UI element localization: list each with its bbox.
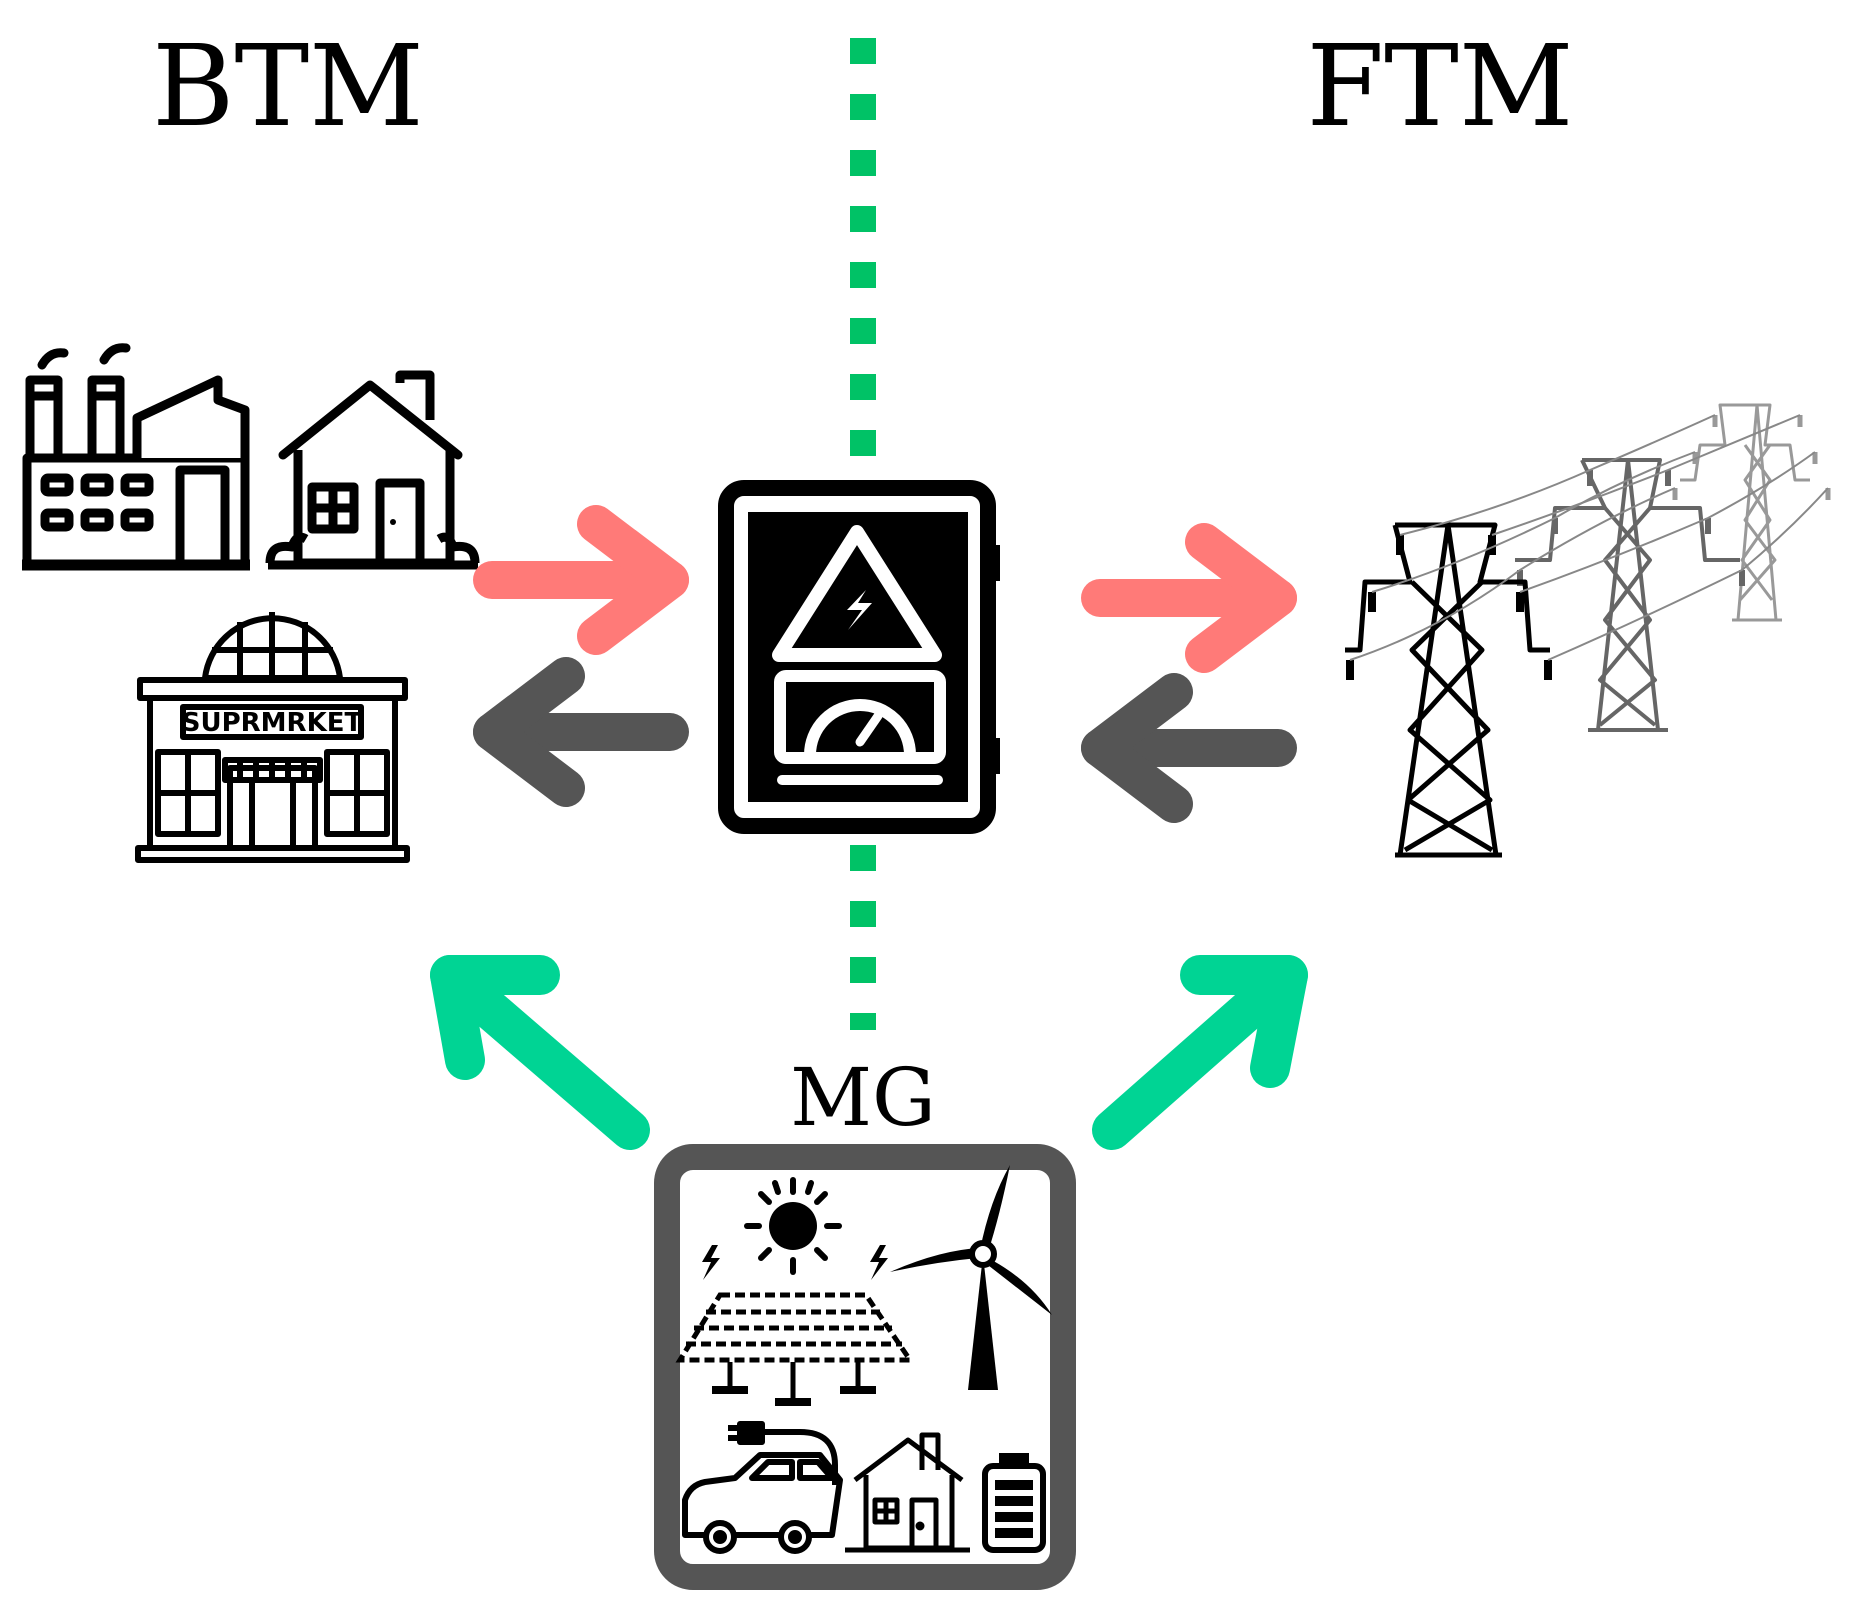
factory-icon bbox=[22, 343, 250, 571]
export-arrow-right bbox=[1081, 523, 1297, 673]
import-arrow-left bbox=[473, 657, 689, 807]
battery-icon bbox=[982, 1453, 1046, 1553]
tower-middle bbox=[1515, 458, 1745, 732]
bolt-icon bbox=[702, 1245, 888, 1280]
solar-panel-icon bbox=[675, 1292, 915, 1406]
wind-turbine-icon bbox=[890, 1165, 1052, 1390]
sun-icon bbox=[744, 1177, 842, 1275]
mg-label: MG bbox=[790, 1051, 936, 1144]
export-arrow-left bbox=[473, 505, 689, 655]
microgrid-box bbox=[654, 1144, 1076, 1590]
microgrid-arrow-to-ftm bbox=[1092, 955, 1308, 1150]
import-arrow-right bbox=[1081, 673, 1297, 823]
ftm-label: FTM bbox=[1306, 22, 1573, 152]
house-icon bbox=[265, 370, 480, 570]
supermarket-sign: SUPRMRKET bbox=[182, 708, 363, 738]
electric-meter-icon bbox=[718, 480, 1000, 834]
electric-car-icon bbox=[682, 1421, 843, 1554]
power-lines bbox=[1349, 414, 1829, 661]
supermarket-icon: SUPRMRKET bbox=[135, 612, 410, 863]
microgrid-arrow-to-btm bbox=[430, 955, 650, 1150]
btm-label: BTM bbox=[152, 22, 424, 152]
transmission-tower-icon bbox=[1345, 403, 1831, 858]
mg-house-icon bbox=[845, 1432, 970, 1553]
